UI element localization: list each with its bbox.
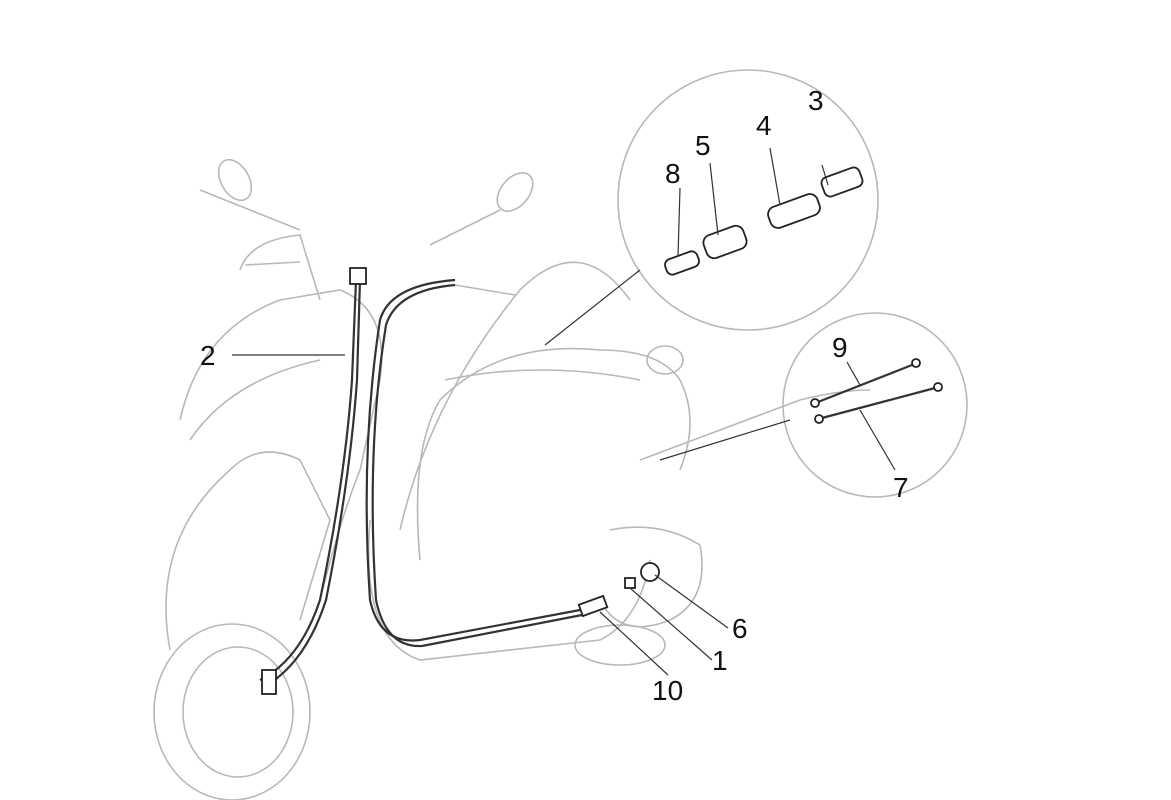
label-4: 4: [756, 110, 772, 141]
transmission-cable-2: [371, 283, 583, 648]
part-7-cable: [821, 386, 936, 420]
speedometer-cable: [259, 279, 358, 681]
inset-connector-parts: [664, 166, 864, 276]
inset-circle-connectors: [617, 69, 879, 331]
scooter-outline: [153, 158, 871, 800]
label-5: 5: [695, 130, 711, 161]
label-3: 3: [808, 85, 824, 116]
hub-drive: [261, 669, 277, 695]
label-6: 6: [732, 613, 748, 644]
label-7: 7: [893, 472, 909, 503]
part-5: [702, 224, 748, 260]
inset-leader-line: [544, 269, 641, 346]
speedometer-cable-2: [261, 279, 362, 689]
transmission-cable: [365, 278, 581, 642]
inset-leader-line-2: [659, 419, 791, 461]
label-10: 10: [652, 675, 683, 706]
part-9-cable: [817, 363, 913, 404]
label-2: 2: [200, 340, 216, 371]
part-4: [767, 193, 821, 229]
part-10-adjuster: [577, 594, 609, 618]
part-6-cap: [640, 562, 660, 582]
inset-cable-parts: [810, 358, 943, 424]
part-3: [820, 166, 864, 198]
cable-clamp: [349, 267, 367, 285]
leader-lines: [232, 147, 896, 676]
inset-circle-cables: [782, 312, 968, 498]
part-8: [664, 250, 700, 276]
part-1-nut: [624, 577, 636, 589]
label-8: 8: [665, 158, 681, 189]
label-1: 1: [712, 645, 728, 676]
label-9: 9: [832, 332, 848, 363]
